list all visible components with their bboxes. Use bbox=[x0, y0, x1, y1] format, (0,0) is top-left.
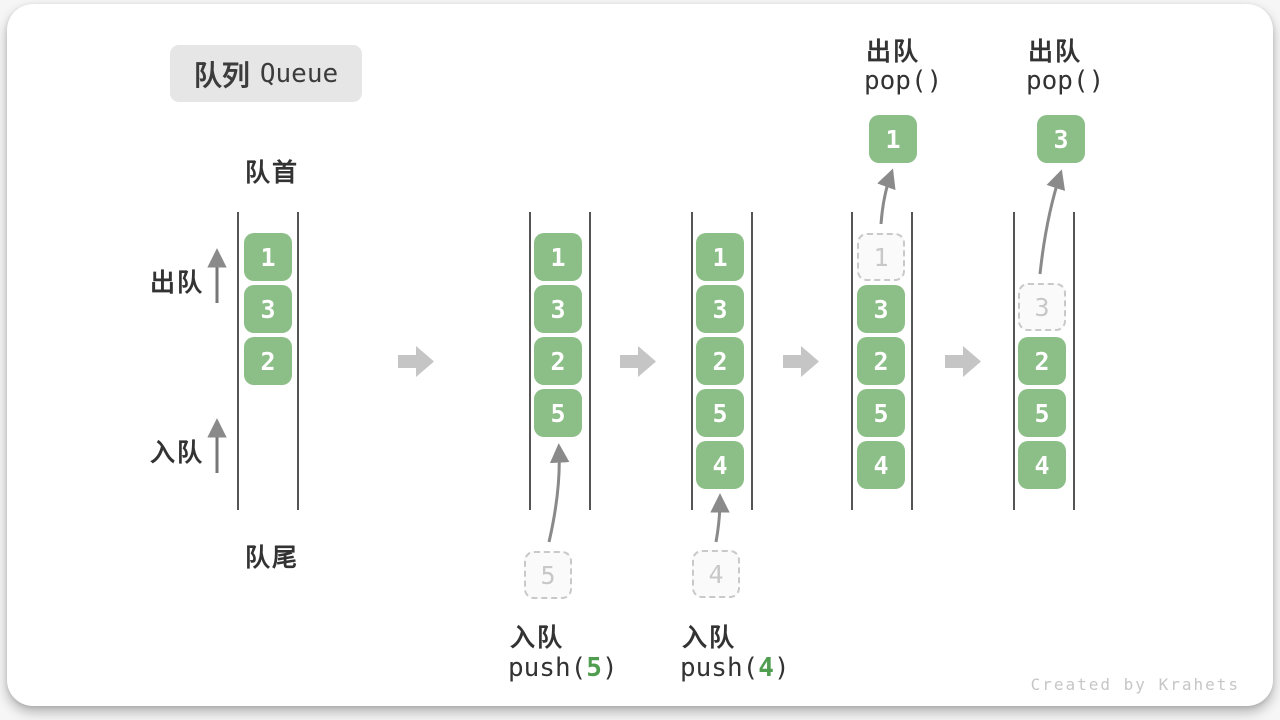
queue-box: 3 bbox=[534, 285, 582, 333]
queue-box: 2 bbox=[857, 337, 905, 385]
title-en: Queue bbox=[259, 58, 339, 89]
queue-box: 5 bbox=[534, 389, 582, 437]
removed-box: 3 bbox=[1018, 283, 1066, 331]
channel-line bbox=[911, 212, 913, 510]
queue-box: 4 bbox=[696, 441, 744, 489]
channel-line bbox=[1013, 212, 1015, 510]
queue-box: 3 bbox=[696, 285, 744, 333]
removed-box: 1 bbox=[857, 233, 905, 281]
queue-box: 2 bbox=[696, 337, 744, 385]
queue-box: 5 bbox=[1018, 389, 1066, 437]
queue-box: 4 bbox=[1018, 441, 1066, 489]
queue-box: 1 bbox=[244, 233, 292, 281]
code-post: ) bbox=[773, 653, 790, 683]
channel-line bbox=[529, 212, 531, 510]
channel-line bbox=[851, 212, 853, 510]
title-badge: 队列 Queue bbox=[170, 45, 362, 102]
channel-line bbox=[691, 212, 693, 510]
code-post: ) bbox=[601, 653, 618, 683]
channel-line bbox=[1073, 212, 1075, 510]
channel-line bbox=[237, 212, 239, 510]
code-arg: 4 bbox=[758, 653, 774, 683]
op-label-enqueue: 入队 bbox=[510, 624, 565, 652]
popped-box: 3 bbox=[1037, 115, 1085, 163]
op-code-pop: pop() bbox=[1026, 66, 1105, 96]
op-label-dequeue: 出队 bbox=[1028, 38, 1083, 66]
queue-box: 5 bbox=[696, 389, 744, 437]
op-label-dequeue: 出队 bbox=[866, 38, 921, 66]
code-arg: 5 bbox=[586, 653, 602, 683]
channel-line bbox=[297, 212, 299, 510]
popped-box: 1 bbox=[869, 115, 917, 163]
queue-box: 3 bbox=[244, 285, 292, 333]
op-label-enqueue: 入队 bbox=[682, 624, 737, 652]
pending-box: 5 bbox=[524, 551, 572, 599]
op-code-pop: pop() bbox=[864, 66, 943, 96]
title-zh: 队列 bbox=[193, 59, 250, 91]
queue-box: 3 bbox=[857, 285, 905, 333]
queue-box: 2 bbox=[1018, 337, 1066, 385]
label-dequeue: 出队 bbox=[150, 269, 205, 297]
queue-box: 5 bbox=[857, 389, 905, 437]
queue-box: 2 bbox=[534, 337, 582, 385]
label-queue-front: 队首 bbox=[245, 159, 300, 187]
queue-box: 1 bbox=[534, 233, 582, 281]
label-enqueue: 入队 bbox=[150, 439, 205, 467]
code-pre: push( bbox=[508, 653, 587, 683]
watermark: Created by Krahets bbox=[1030, 675, 1240, 694]
op-code-push-5: push(5) bbox=[508, 653, 618, 683]
label-queue-rear: 队尾 bbox=[245, 544, 300, 572]
channel-line bbox=[751, 212, 753, 510]
queue-box: 4 bbox=[857, 441, 905, 489]
channel-line bbox=[589, 212, 591, 510]
queue-box: 2 bbox=[244, 337, 292, 385]
diagram-card bbox=[7, 4, 1273, 706]
pending-box: 4 bbox=[692, 550, 740, 598]
op-code-push-4: push(4) bbox=[680, 653, 790, 683]
code-pre: push( bbox=[680, 653, 759, 683]
queue-box: 1 bbox=[696, 233, 744, 281]
